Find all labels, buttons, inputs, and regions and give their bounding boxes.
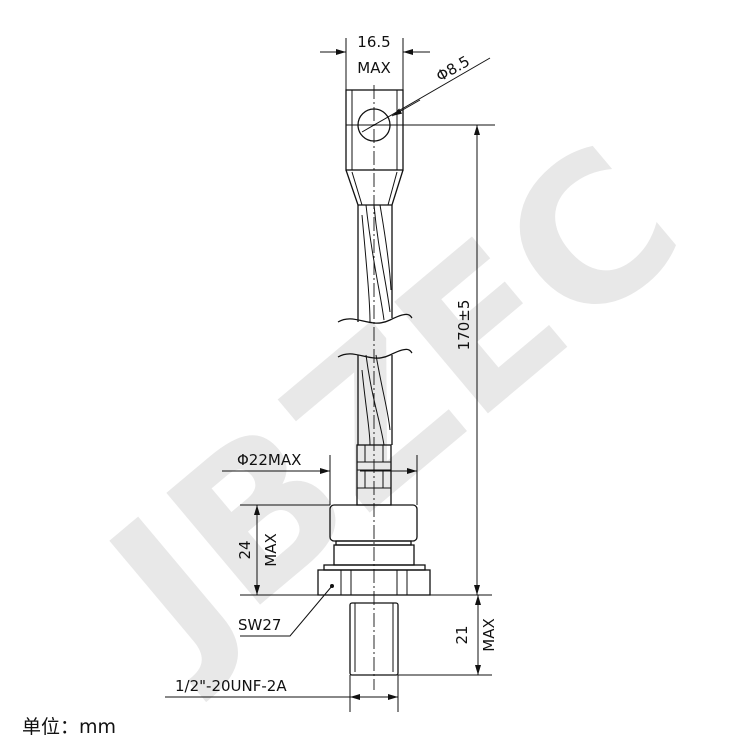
svg-text:1/2"-20UNF-2A: 1/2"-20UNF-2A bbox=[175, 677, 287, 695]
svg-text:MAX: MAX bbox=[357, 59, 390, 77]
dim-stud-length: 21 MAX bbox=[398, 595, 498, 676]
dim-lug-width: 16.5 MAX bbox=[320, 33, 430, 90]
dim-body-diameter: Φ22MAX bbox=[222, 451, 418, 505]
svg-text:24: 24 bbox=[236, 540, 254, 559]
dim-body-height: 24 MAX bbox=[236, 504, 492, 596]
svg-text:Φ8.5: Φ8.5 bbox=[433, 52, 473, 85]
svg-text:MAX: MAX bbox=[262, 533, 280, 566]
svg-text:170±5: 170±5 bbox=[455, 300, 473, 351]
svg-text:SW27: SW27 bbox=[238, 616, 281, 634]
dim-total-length: 170±5 bbox=[395, 124, 495, 595]
svg-text:21: 21 bbox=[453, 625, 471, 644]
dim-thread: 1/2"-20UNF-2A bbox=[165, 675, 399, 712]
svg-text:Φ22MAX: Φ22MAX bbox=[237, 451, 301, 469]
dim-hex-size: SW27 bbox=[238, 584, 334, 637]
svg-text:MAX: MAX bbox=[480, 618, 498, 651]
cable-lug bbox=[345, 89, 404, 206]
cable bbox=[337, 204, 413, 446]
svg-text:16.5: 16.5 bbox=[357, 33, 390, 51]
unit-label: 单位：mm bbox=[22, 716, 117, 738]
